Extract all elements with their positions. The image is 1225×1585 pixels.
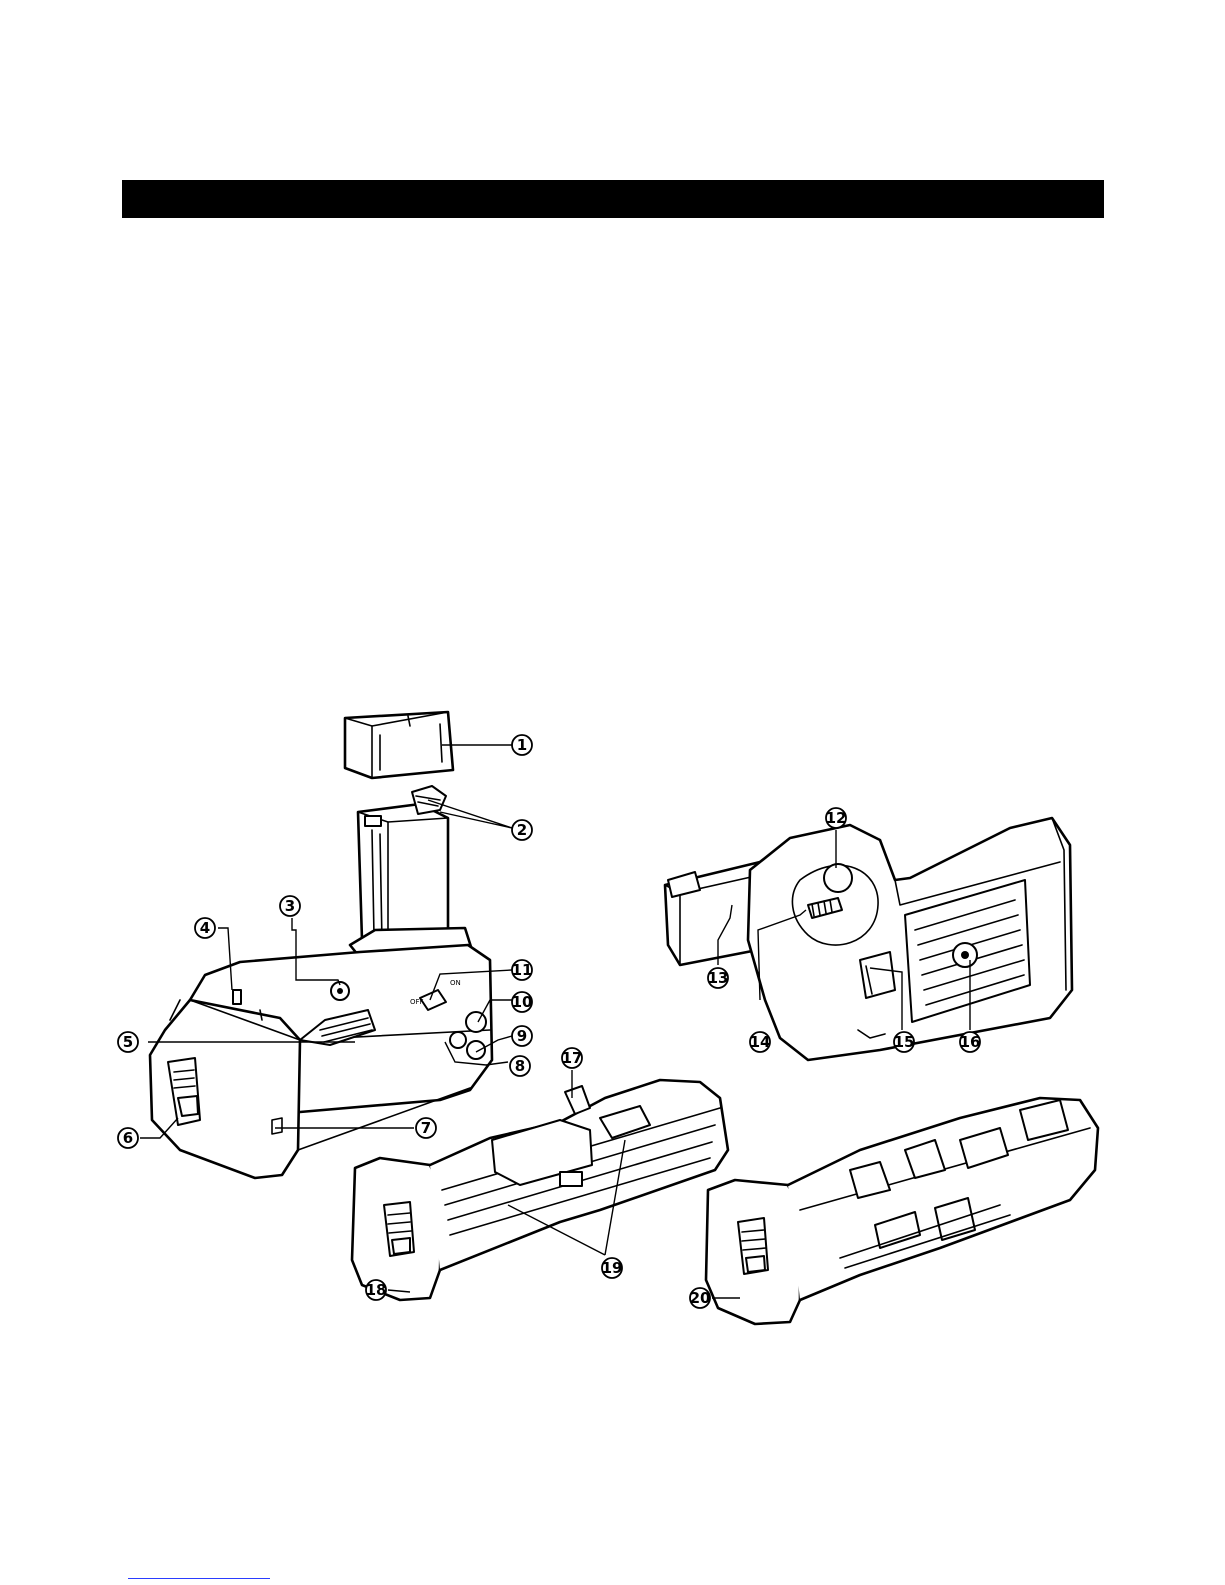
callout-14-label: 14: [750, 1033, 771, 1051]
callout-18: 18: [366, 1280, 387, 1300]
terminal-cover: [345, 712, 453, 778]
callout-11-label: 11: [512, 961, 533, 979]
callout-15-label: 15: [894, 1033, 915, 1051]
callout-4-label: 4: [200, 919, 210, 937]
callout-2: 2: [512, 820, 532, 840]
lithium-battery-tray: [706, 1098, 1098, 1324]
aa-battery-tray: [352, 1080, 728, 1300]
callout-4: 4: [195, 918, 215, 938]
callout-9: 9: [512, 1026, 532, 1046]
callout-17: 17: [562, 1048, 583, 1068]
callout-13: 13: [708, 968, 729, 988]
switch-off-label: OFF: [410, 998, 424, 1006]
callout-20: 20: [690, 1288, 711, 1308]
callout-13-label: 13: [708, 969, 729, 987]
battery-contact-insert: [350, 786, 472, 970]
grip-body-rear: [665, 818, 1072, 1060]
callout-1-label: 1: [517, 736, 527, 754]
callout-11: 11: [512, 960, 533, 980]
callout-12: 12: [826, 808, 847, 828]
callout-19-label: 19: [602, 1259, 623, 1277]
callout-7: 7: [416, 1118, 436, 1138]
callout-10-label: 10: [512, 993, 533, 1011]
callout-1: 1: [512, 735, 532, 755]
callout-10: 10: [512, 992, 533, 1012]
callout-19: 19: [602, 1258, 623, 1278]
callout-8-label: 8: [515, 1057, 525, 1075]
callout-17-label: 17: [562, 1049, 583, 1067]
callout-8: 8: [510, 1056, 530, 1076]
callout-7-label: 7: [421, 1119, 431, 1137]
callout-3: 3: [280, 896, 300, 916]
callout-9-label: 9: [517, 1027, 527, 1045]
callout-2-label: 2: [517, 821, 527, 839]
callout-16: 16: [960, 1032, 981, 1052]
callout-6-label: 6: [123, 1129, 133, 1147]
callout-5: 5: [118, 1032, 138, 1052]
switch-on-label: ON: [450, 979, 461, 987]
callout-15: 15: [894, 1032, 915, 1052]
callout-18-label: 18: [366, 1281, 387, 1299]
callout-6: 6: [118, 1128, 138, 1148]
callout-12-label: 12: [826, 809, 847, 827]
callout-3-label: 3: [285, 897, 295, 915]
callout-16-label: 16: [960, 1033, 981, 1051]
callout-20-label: 20: [690, 1289, 711, 1307]
footer-link-underline[interactable]: [128, 1578, 270, 1579]
callout-14: 14: [750, 1032, 771, 1052]
callout-5-label: 5: [123, 1033, 133, 1051]
